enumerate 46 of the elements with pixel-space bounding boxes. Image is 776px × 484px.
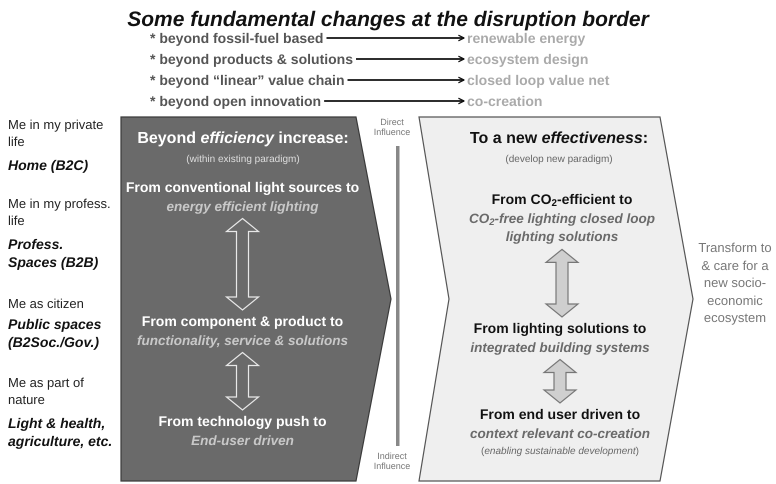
step-target: End-user driven xyxy=(190,432,295,450)
step-target: energy efficient lighting xyxy=(165,198,320,216)
domain-label: Light & health, agriculture, etc. xyxy=(8,414,114,450)
context-label: Me in my private life xyxy=(8,117,104,151)
context-label: Me as part of nature xyxy=(8,375,85,409)
change-text: co-creation xyxy=(467,93,542,109)
domain-label: Public spaces (B2Soc./Gov.) xyxy=(8,315,102,352)
step-target: functionality, service & solutions xyxy=(136,332,350,350)
double-block-arrow xyxy=(224,352,260,411)
context-label: Me in my profess. life xyxy=(8,196,112,230)
step-note: (enabling sustainable development) xyxy=(480,446,640,458)
panel-heading: To a new effectiveness: xyxy=(468,130,650,148)
step-heading: From end user driven to xyxy=(478,405,642,424)
panel-subheading: (develop new paradigm) xyxy=(504,154,614,165)
step-target: CO$_{2}$-free lighting closed loop lighting solutions xyxy=(468,210,656,246)
domain-label: Profess. Spaces (B2B) xyxy=(8,235,100,272)
change-text: * beyond open innovation xyxy=(150,93,322,109)
arrow xyxy=(356,56,465,62)
double-block-arrow xyxy=(542,358,578,404)
change-text: renewable energy xyxy=(467,30,586,46)
change-text: * beyond “linear” value chain xyxy=(150,72,345,88)
arrow xyxy=(326,34,465,42)
context-label: Me as citizen xyxy=(8,296,85,313)
step-heading: From CO$_{2}$-efficient to xyxy=(490,190,634,210)
diagram-title: Some fundamental changes at the disruption border xyxy=(126,8,651,32)
outcome-text: Transform to & care for a new socio-economic ecosystem xyxy=(697,239,773,327)
step-target: integrated building systems xyxy=(469,338,651,357)
arrow xyxy=(348,76,465,84)
influence-label: Direct Influence xyxy=(372,117,412,138)
step-heading: From conventional light sources to xyxy=(124,178,360,197)
change-text: closed loop value net xyxy=(467,72,610,88)
panel-heading: Beyond efficiency increase: xyxy=(136,130,350,148)
chevron-panel xyxy=(418,116,694,482)
double-block-arrow xyxy=(224,218,260,311)
panel-subheading: (within existing paradigm) xyxy=(185,154,301,165)
double-block-arrow xyxy=(544,248,580,318)
step-target: context relevant co-creation xyxy=(468,424,652,443)
change-text: * beyond products & solutions xyxy=(150,51,354,67)
step-heading: From technology push to xyxy=(158,412,328,431)
step-heading: From component & product to xyxy=(140,312,344,331)
change-text: * beyond fossil-fuel based xyxy=(150,30,324,46)
change-text: ecosystem design xyxy=(467,51,588,67)
step-heading: From lighting solutions to xyxy=(472,319,648,338)
domain-label: Home (B2C) xyxy=(8,156,90,174)
arrow xyxy=(324,98,465,104)
influence-label: Indirect Influence xyxy=(372,451,412,472)
